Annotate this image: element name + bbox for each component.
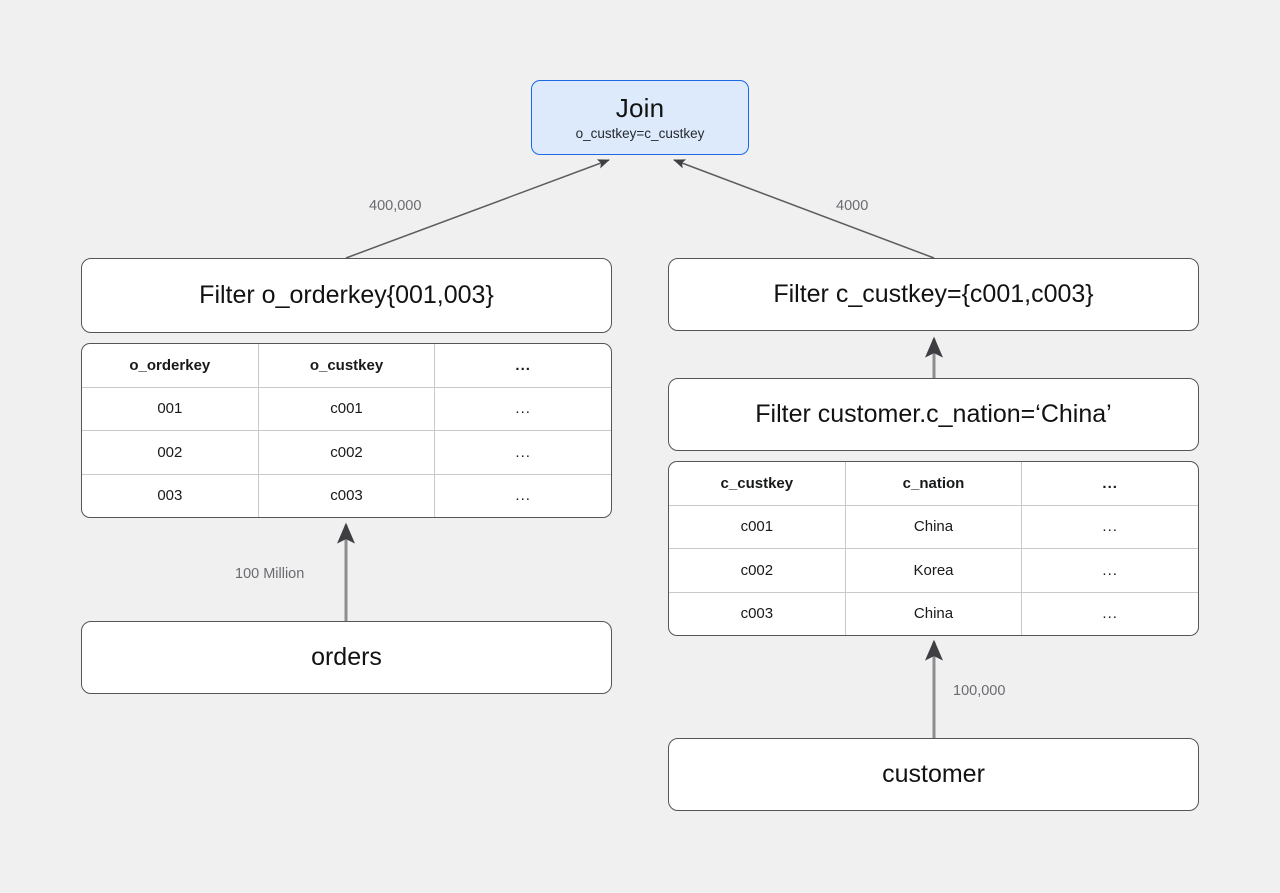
customer-source-node-title: customer <box>882 760 985 789</box>
table-cell: c002 <box>740 561 774 579</box>
table-cell: 003 <box>157 487 183 505</box>
table-cell: ... <box>434 474 611 517</box>
column-header: o_custkey <box>257 344 435 387</box>
column-header: ... <box>1021 462 1198 505</box>
edge-right-filter-to-join <box>673 159 935 259</box>
table-header-row: c_custkey c_nation ... <box>669 462 1198 505</box>
table-row: c003 China ... <box>669 591 1198 635</box>
right-nation-filter-node-title: Filter customer.c_nation=‘China’ <box>755 400 1112 429</box>
customer-source-node[interactable]: customer <box>668 738 1199 811</box>
column-header: ... <box>434 344 611 387</box>
table-cell: Korea <box>844 549 1022 592</box>
right-custkey-filter-node[interactable]: Filter c_custkey={c001,c003} <box>668 258 1199 331</box>
edge-label-left-to-join: 400,000 <box>369 198 422 214</box>
table-cell: c003 <box>740 605 774 623</box>
table-row: 003 c003 ... <box>82 473 611 517</box>
table-cell: China <box>844 592 1022 635</box>
table-cell: ... <box>434 431 611 474</box>
column-header: c_custkey <box>720 474 794 492</box>
column-header: o_orderkey <box>129 356 211 374</box>
orders-source-node[interactable]: orders <box>81 621 612 694</box>
table-cell: c001 <box>740 518 774 536</box>
right-nation-filter-node[interactable]: Filter customer.c_nation=‘China’ <box>668 378 1199 451</box>
table-cell: ... <box>434 387 611 430</box>
table-cell: c003 <box>257 474 435 517</box>
edge-label-customer-cardinality: 100,000 <box>953 683 1006 699</box>
join-node-condition: o_custkey=c_custkey <box>575 126 705 142</box>
right-custkey-filter-node-title: Filter c_custkey={c001,c003} <box>773 280 1094 309</box>
left-filter-node-title: Filter o_orderkey{001,003} <box>199 281 494 310</box>
orders-source-node-title: orders <box>311 643 382 672</box>
edge-label-orders-cardinality: 100 Million <box>235 566 305 582</box>
table-row: c002 Korea ... <box>669 548 1198 592</box>
table-header-row: o_orderkey o_custkey ... <box>82 344 611 387</box>
table-cell: 001 <box>157 400 183 418</box>
table-row: 002 c002 ... <box>82 430 611 474</box>
table-row: c001 China ... <box>669 504 1198 548</box>
edge-label-right-to-join: 4000 <box>836 198 869 214</box>
table-cell: 002 <box>157 443 183 461</box>
table-row: 001 c001 ... <box>82 386 611 430</box>
join-node[interactable]: Join o_custkey=c_custkey <box>531 80 749 155</box>
table-cell: China <box>844 505 1022 548</box>
join-node-title: Join <box>615 92 665 123</box>
left-filter-node[interactable]: Filter o_orderkey{001,003} <box>81 258 612 333</box>
table-cell: ... <box>1021 505 1198 548</box>
orders-table: o_orderkey o_custkey ... 001 c001 ... 00… <box>81 343 612 518</box>
column-header: c_nation <box>844 462 1022 505</box>
table-cell: c001 <box>257 387 435 430</box>
table-cell: c002 <box>257 431 435 474</box>
table-cell: ... <box>1021 549 1198 592</box>
table-cell: ... <box>1021 592 1198 635</box>
customer-table: c_custkey c_nation ... c001 China ... c0… <box>668 461 1199 636</box>
